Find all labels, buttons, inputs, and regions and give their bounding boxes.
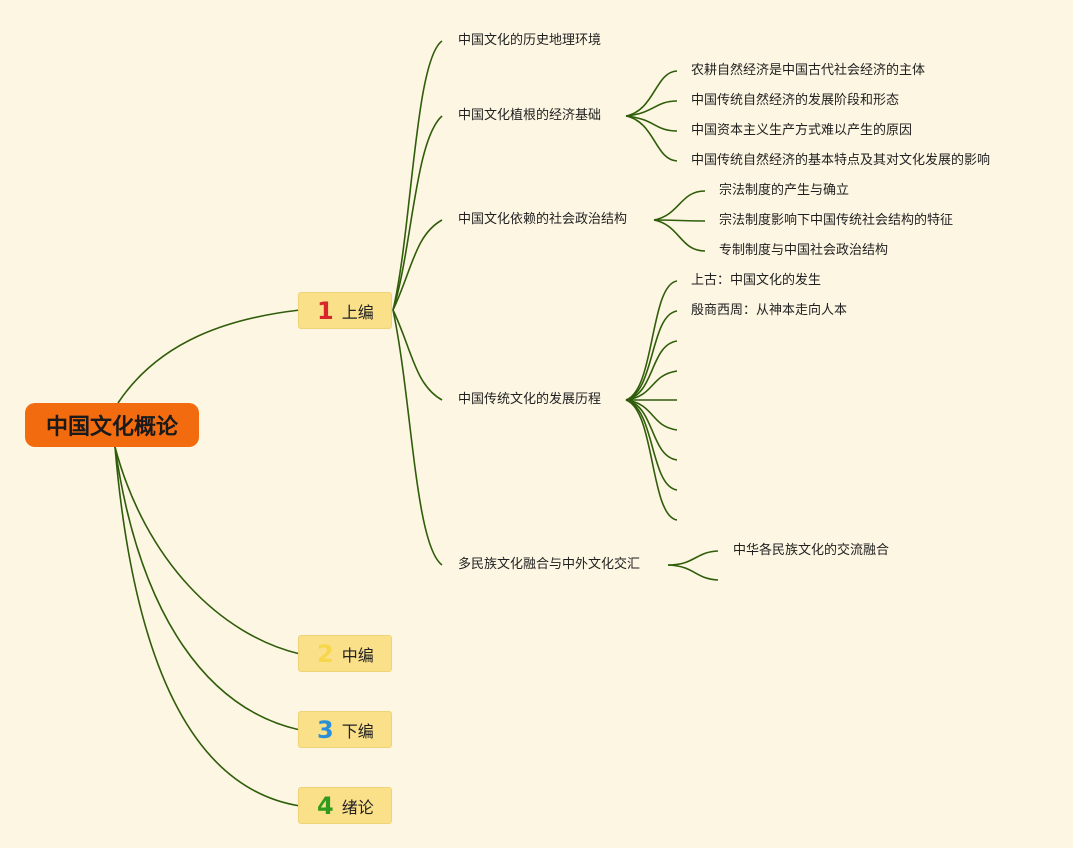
number-1-icon: 1 (317, 296, 334, 325)
number-2-icon: 2 (317, 639, 334, 668)
link-t4-h9 (625, 399, 678, 521)
branch-zhongbian[interactable]: 2 中编 (298, 635, 392, 672)
branch-xiabian[interactable]: 3 下编 (298, 711, 392, 748)
link-root-b1 (117, 309, 301, 404)
link-b1-t5 (392, 309, 443, 566)
link-t4-h3 (625, 340, 678, 401)
link-t4-h4 (625, 370, 678, 401)
leaf-politics-3[interactable]: 专制制度与中国社会政治结构 (719, 243, 889, 258)
link-root-b2 (114, 446, 301, 655)
branch-xulun[interactable]: 4 绪论 (298, 787, 392, 824)
leaf-economy-4[interactable]: 中国传统自然经济的基本特点及其对文化发展的影响 (691, 153, 991, 168)
link-t4-h2 (625, 310, 678, 401)
link-t4-h1 (625, 280, 678, 401)
link-t2-e2 (625, 100, 678, 117)
leaf-economy-2[interactable]: 中国传统自然经济的发展阶段和形态 (691, 93, 900, 108)
branch-label: 下编 (341, 721, 374, 741)
link-t3-p3 (653, 219, 706, 252)
link-t5-f2 (667, 564, 719, 581)
leaf-fusion-1[interactable]: 中华各民族文化的交流融合 (733, 543, 890, 558)
topic-politics[interactable]: 中国文化依赖的社会政治结构 (458, 212, 628, 227)
topic-history[interactable]: 中国传统文化的发展历程 (458, 392, 602, 407)
branch-label: 绪论 (341, 797, 374, 817)
link-b1-t4 (392, 309, 443, 401)
link-root-b4 (114, 446, 301, 807)
leaf-economy-3[interactable]: 中国资本主义生产方式难以产生的原因 (691, 123, 913, 138)
root-node[interactable]: 中国文化概论 (25, 403, 199, 447)
topic-fusion[interactable]: 多民族文化融合与中外文化交汇 (458, 557, 641, 572)
link-t2-e4 (625, 115, 678, 162)
leaf-history-2[interactable]: 殷商西周：从神本走向人本 (691, 303, 848, 318)
link-t5-f1 (667, 550, 719, 566)
branch-label: 中编 (341, 645, 374, 665)
link-t3-p1 (653, 190, 706, 221)
topic-geography[interactable]: 中国文化的历史地理环境 (458, 33, 602, 48)
leaf-politics-2[interactable]: 宗法制度影响下中国传统社会结构的特征 (719, 213, 954, 228)
link-t4-h7 (625, 399, 678, 461)
link-t2-e1 (625, 70, 678, 117)
link-t3-p2 (653, 219, 706, 222)
link-b1-t2 (392, 115, 443, 311)
topic-economy[interactable]: 中国文化植根的经济基础 (458, 108, 602, 123)
branch-label: 上编 (341, 302, 374, 322)
number-4-icon: 4 (317, 791, 334, 820)
link-t2-e3 (625, 115, 678, 132)
link-b1-t3 (392, 219, 443, 311)
leaf-politics-1[interactable]: 宗法制度的产生与确立 (719, 183, 850, 198)
link-root-b3 (114, 446, 301, 731)
leaf-economy-1[interactable]: 农耕自然经济是中国古代社会经济的主体 (691, 63, 926, 78)
number-3-icon: 3 (317, 715, 334, 744)
branch-shangbian[interactable]: 1 上编 (298, 292, 392, 329)
link-t4-h6 (625, 399, 678, 431)
root-label: 中国文化概论 (45, 415, 178, 440)
link-b1-t1 (392, 40, 443, 311)
leaf-history-1[interactable]: 上古：中国文化的发生 (691, 273, 822, 288)
